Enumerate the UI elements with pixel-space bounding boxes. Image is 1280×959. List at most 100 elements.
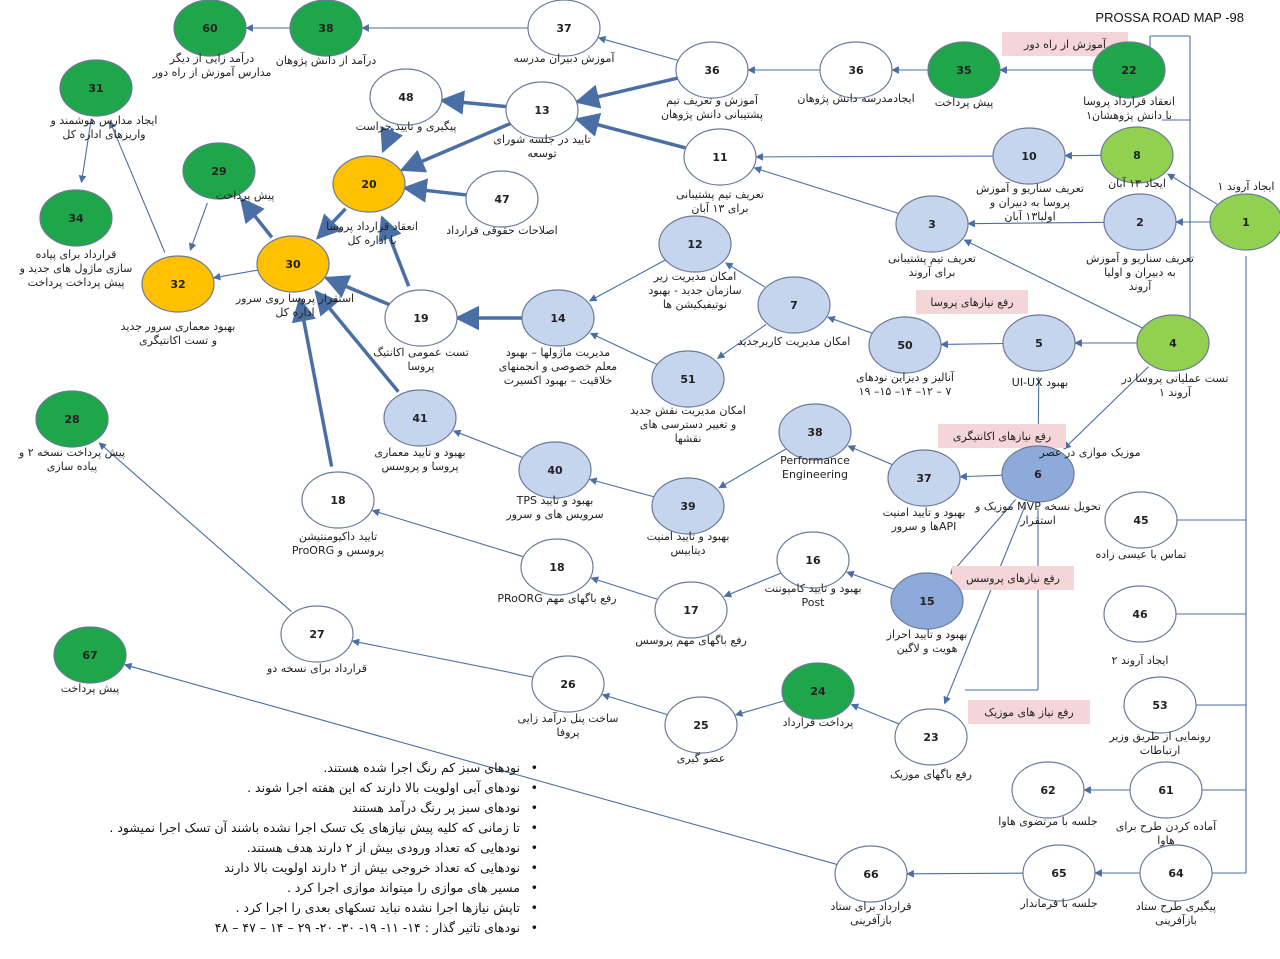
node-n14[interactable]: 14 (521, 289, 595, 347)
node-n26[interactable]: 26 (531, 655, 605, 713)
node-n37a[interactable]: 37 (527, 0, 601, 57)
node-number: 14 (550, 312, 566, 325)
node-number: 1 (1242, 216, 1250, 229)
node-n19[interactable]: 19 (384, 289, 458, 347)
node-n6[interactable]: 6 (1001, 445, 1075, 503)
node-n7[interactable]: 7 (757, 276, 831, 334)
node-label: پیش پرداخت (61, 682, 120, 695)
node-label: ایجاد آروند ۲ (1112, 653, 1169, 667)
node-number: 6 (1034, 468, 1042, 481)
node-label: آموزش دبیران مدرسه (514, 51, 616, 65)
legend-list: نودهای سبز کم رنگ اجرا شده هستند.نودهای … (109, 758, 540, 938)
node-n13[interactable]: 13 (505, 81, 579, 139)
node-circle (369, 68, 443, 126)
node-n2[interactable]: 2 (1103, 193, 1177, 251)
node-n28[interactable]: 28 (35, 390, 109, 448)
node-n40[interactable]: 40 (518, 441, 592, 499)
node-n60[interactable]: 60 (173, 0, 247, 57)
edge-n15-n16 (846, 570, 896, 591)
node-circle (332, 155, 406, 213)
node-circle (518, 441, 592, 499)
edge-n31-n34 (78, 121, 92, 184)
node-n18b[interactable]: 18 (520, 538, 594, 596)
node-n38b[interactable]: 38 (778, 403, 852, 461)
node-n51[interactable]: 51 (651, 350, 725, 408)
node-number: 39 (680, 500, 695, 513)
node-n4[interactable]: 4 (1136, 314, 1210, 372)
node-n45[interactable]: 45 (1104, 491, 1178, 549)
node-n25[interactable]: 25 (664, 696, 738, 754)
node-number: 13 (534, 104, 549, 117)
node-number: 60 (202, 22, 218, 35)
node-n27[interactable]: 27 (280, 605, 354, 663)
node-number: 2 (1136, 216, 1144, 229)
node-label: قرارداد برای نسخه دو (266, 662, 367, 675)
section-tag-label: رفع نیازهای پروسا (930, 296, 1013, 309)
node-n20[interactable]: 20 (332, 155, 406, 213)
node-number: 24 (810, 685, 826, 698)
node-n66[interactable]: 66 (834, 845, 908, 903)
node-number: 25 (693, 719, 708, 732)
node-n15[interactable]: 15 (890, 572, 964, 630)
edge-n18a-n30 (291, 296, 334, 467)
node-n53[interactable]: 53 (1123, 676, 1197, 734)
node-n30[interactable]: 30 (256, 235, 330, 293)
node-circle (301, 471, 375, 529)
node-circle (778, 403, 852, 461)
edge-n7-n12 (724, 262, 766, 288)
node-n67[interactable]: 67 (53, 626, 127, 684)
node-number: 16 (805, 554, 821, 567)
node-n29[interactable]: 29 (182, 142, 256, 200)
node-n47[interactable]: 47 (465, 170, 539, 228)
node-number: 23 (923, 731, 938, 744)
node-n34[interactable]: 34 (39, 189, 113, 247)
node-n38a[interactable]: 38 (289, 0, 363, 57)
node-label: پرداخت قرارداد (783, 716, 854, 729)
node-n17[interactable]: 17 (654, 581, 728, 639)
node-n36a[interactable]: 36 (819, 41, 893, 99)
node-n36b[interactable]: 36 (675, 41, 749, 99)
node-n3[interactable]: 3 (895, 195, 969, 253)
edge-n11-n13 (574, 112, 688, 151)
node-n39[interactable]: 39 (651, 477, 725, 535)
edge-n19-n30 (323, 275, 391, 307)
node-number: 66 (863, 868, 879, 881)
node-n35[interactable]: 35 (927, 41, 1001, 99)
node-number: 28 (64, 413, 79, 426)
node-n41[interactable]: 41 (383, 389, 457, 447)
node-n22[interactable]: 22 (1092, 41, 1166, 99)
node-n32[interactable]: 32 (141, 255, 215, 313)
node-n61[interactable]: 61 (1129, 761, 1203, 819)
node-number: 36 (848, 64, 864, 77)
node-n62[interactable]: 62 (1011, 761, 1085, 819)
node-n16[interactable]: 16 (776, 531, 850, 589)
node-n8[interactable]: 8 (1100, 126, 1174, 184)
edge-n39-n40 (589, 477, 656, 498)
node-circle (819, 41, 893, 99)
node-n1[interactable]: 1 (1209, 193, 1280, 251)
node-n11[interactable]: 11 (683, 128, 757, 186)
node-circle (1011, 761, 1085, 819)
node-n48[interactable]: 48 (369, 68, 443, 126)
node-n65[interactable]: 65 (1022, 844, 1096, 902)
legend-item: نودهای سبز کم رنگ اجرا شده هستند. (130, 758, 540, 778)
node-number: 40 (547, 464, 563, 477)
node-n31[interactable]: 31 (59, 59, 133, 117)
node-n23[interactable]: 23 (894, 708, 968, 766)
node-circle (531, 655, 605, 713)
node-label: ایجاد ۱۳ آبان (1108, 176, 1166, 190)
node-n24[interactable]: 24 (781, 662, 855, 720)
node-n10[interactable]: 10 (992, 127, 1066, 185)
node-n5[interactable]: 5 (1002, 314, 1076, 372)
node-n12[interactable]: 12 (658, 215, 732, 273)
node-n46[interactable]: 46 (1103, 585, 1177, 643)
node-n64[interactable]: 64 (1139, 844, 1213, 902)
node-n50[interactable]: 50 (868, 316, 942, 374)
node-n18a[interactable]: 18 (301, 471, 375, 529)
edge-n23-n24 (850, 703, 900, 725)
node-n37b[interactable]: 37 (887, 449, 961, 507)
